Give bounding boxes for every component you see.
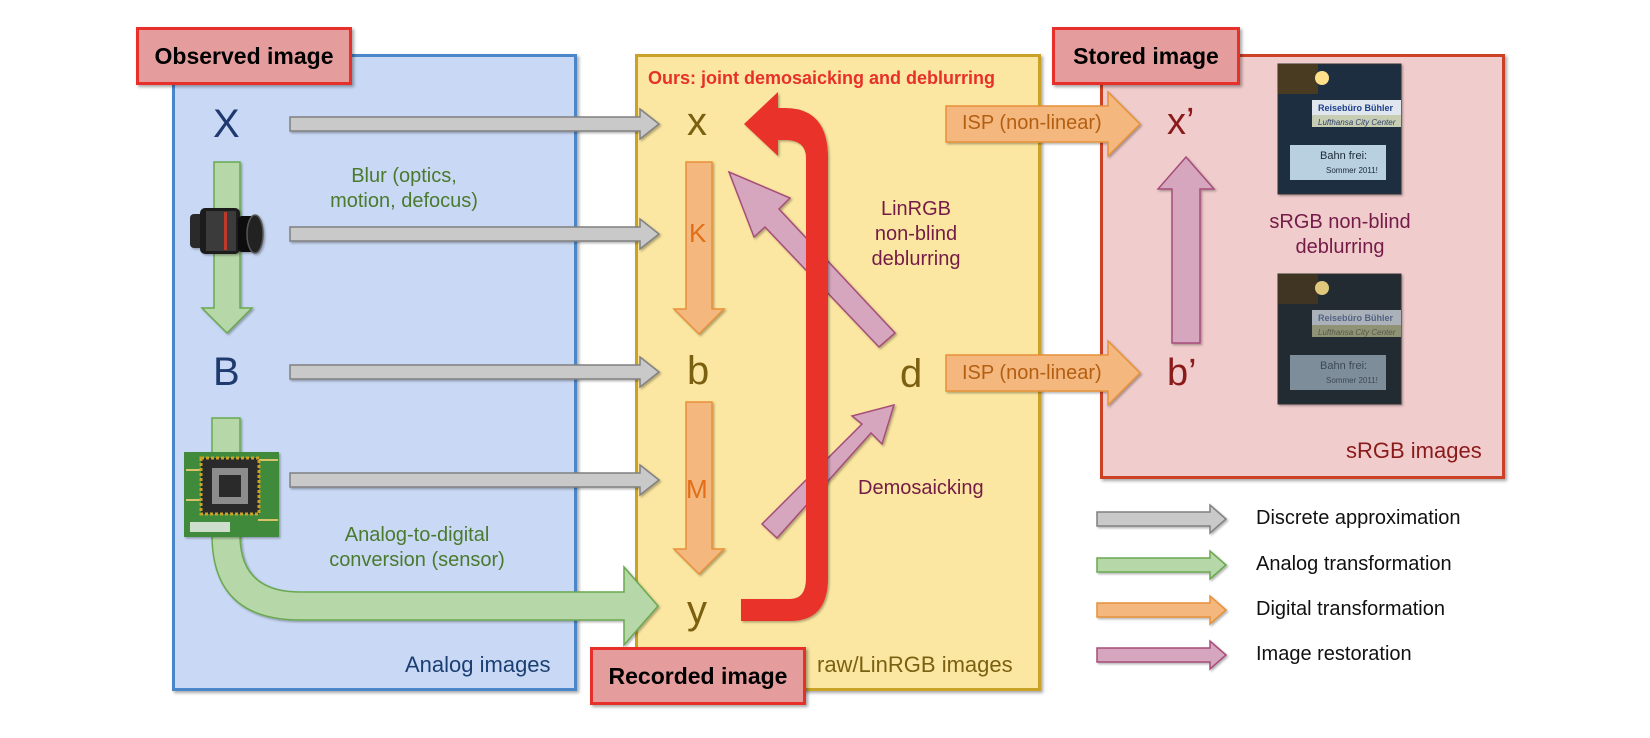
analog-panel-label: Analog images (405, 652, 551, 677)
ours-title: Ours: joint demosaicking and deblurring (648, 68, 996, 88)
symbol-b: b (687, 349, 710, 393)
M-arrow (672, 401, 726, 576)
adc-label-line1: Analog-to-digital (344, 524, 490, 546)
isp-bottom-label: ISP (non-linear) (962, 362, 1102, 384)
arrow-camera-to-K (289, 217, 661, 251)
digital-arrows (672, 90, 1142, 576)
camera-icon (190, 208, 264, 254)
photo-bottom (1277, 273, 1402, 405)
photo-bottom-sign1: Reisebüro Bühler (1318, 313, 1394, 323)
K-arrow (672, 161, 726, 336)
legend-arrow-discrete (1096, 503, 1228, 535)
symbol-K: K (689, 218, 707, 248)
srgb-deblur-line1: sRGB non-blind (1269, 211, 1411, 233)
legend-arrow-restoration (1096, 639, 1228, 671)
legend-analog: Analog transformation (1256, 553, 1452, 575)
photo-top (1277, 63, 1402, 195)
symbol-X: X (213, 102, 240, 146)
adc-label-line2: conversion (sensor) (329, 549, 505, 571)
photo-bottom-sign3: Bahn frei: (1320, 360, 1368, 372)
isp-bottom-arrow (945, 339, 1142, 407)
legend-restoration: Image restoration (1256, 643, 1412, 665)
symbol-B: B (213, 350, 240, 394)
photo-bottom-sign2: Lufthansa City Center (1318, 328, 1396, 337)
photo-top-sign1: Reisebüro Bühler (1318, 103, 1394, 113)
stored-image-title: Stored image (1052, 27, 1240, 85)
photo-top-sign4: Sommer 2011! (1326, 166, 1378, 175)
arrow-sensor-to-M (289, 463, 661, 497)
srgb-deblur-arrow (1156, 155, 1216, 344)
raw-panel-label: raw/LinRGB images (817, 652, 1013, 677)
linrgb-deblur-label: LinRGB non-blind deblurring (856, 197, 976, 272)
discrete-arrows (289, 107, 661, 497)
linrgb-label-line1: LinRGB (880, 198, 952, 220)
blur-label-line1: Blur (optics, (351, 165, 457, 187)
isp-top-label: ISP (non-linear) (962, 112, 1102, 134)
sensor-chip-icon (184, 452, 279, 537)
photo-top-sign3: Bahn frei: (1320, 150, 1368, 162)
symbol-b-prime: b’ (1167, 352, 1197, 394)
symbol-M: M (686, 474, 708, 504)
blur-label-line2: motion, defocus) (330, 190, 478, 212)
srgb-deblur-label: sRGB non-blind deblurring (1255, 210, 1425, 260)
arrow-X-to-x (289, 107, 661, 141)
symbol-d: d (900, 352, 923, 396)
recorded-image-title: Recorded image (590, 647, 806, 705)
symbol-x: x (687, 100, 707, 144)
demosaicking-label: Demosaicking (858, 477, 984, 499)
joint-arrow (741, 92, 828, 621)
srgb-deblur-line2: deblurring (1295, 236, 1385, 258)
symbol-y: y (687, 588, 707, 632)
legend-arrows (1096, 503, 1228, 671)
linrgb-label-line2: non-blind (874, 223, 958, 245)
observed-image-title: Observed image (136, 27, 352, 85)
adc-label: Analog-to-digital conversion (sensor) (312, 523, 522, 573)
legend-arrow-analog (1096, 549, 1228, 581)
legend-discrete: Discrete approximation (1256, 507, 1461, 529)
legend-digital: Digital transformation (1256, 598, 1445, 620)
linrgb-label-line3: deblurring (871, 248, 961, 270)
srgb-panel-label: sRGB images (1346, 438, 1482, 463)
photo-top-sign2: Lufthansa City Center (1318, 118, 1396, 127)
photo-bottom-sign4: Sommer 2011! (1326, 376, 1378, 385)
legend-arrow-digital (1096, 594, 1228, 626)
symbol-x-prime: x’ (1167, 101, 1195, 143)
blur-label: Blur (optics, motion, defocus) (316, 164, 492, 214)
isp-top-arrow (945, 90, 1142, 158)
adc-arrow (211, 417, 659, 648)
arrow-B-to-b (289, 355, 661, 389)
